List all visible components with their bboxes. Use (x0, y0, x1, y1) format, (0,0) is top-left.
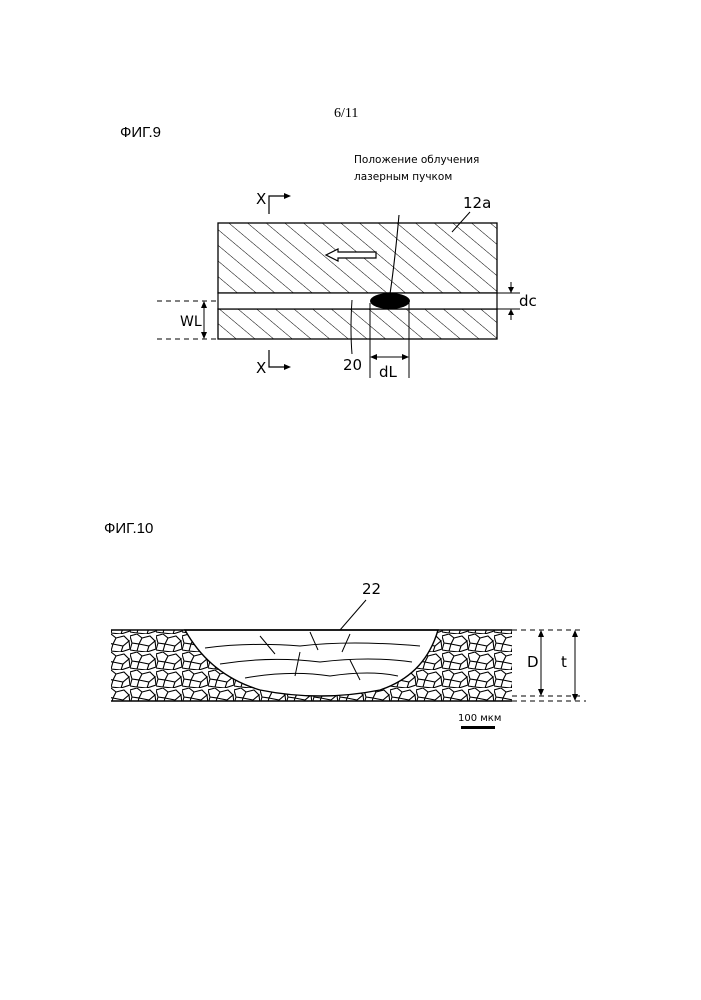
label-22: 22 (362, 580, 381, 598)
label-dc: dc (519, 292, 537, 310)
wl-arrowhead-top (201, 301, 207, 308)
label-12a: 12a (463, 194, 491, 212)
figure-10-label: ФИГ.10 (104, 520, 153, 537)
section-mark-bottom (269, 350, 286, 367)
label-20: 20 (343, 356, 362, 374)
label-WL: WL (180, 314, 202, 330)
d-arrowhead-bottom (538, 689, 544, 696)
dc-arrowhead-top (508, 287, 514, 293)
label-D: D (527, 653, 539, 671)
label-dL: dL (379, 363, 398, 381)
t-arrowhead-top (572, 630, 578, 637)
label-t: t (561, 653, 567, 671)
section-arrow-top (284, 193, 291, 199)
figure-9-diagram: Положение облучения лазерным пучком 12a … (0, 0, 701, 420)
dl-arrowhead-right (402, 354, 409, 360)
label-X-bottom: X (256, 359, 266, 377)
section-arrow-bottom (284, 364, 291, 370)
annotation-line-1: Положение облучения (354, 154, 479, 166)
figure-10-micrograph: 22 D t 100 мкм (0, 580, 701, 740)
label-X-top: X (256, 190, 266, 208)
section-mark-top (269, 196, 286, 214)
wl-arrowhead-bottom (201, 332, 207, 339)
annotation-line-2: лазерным пучком (354, 171, 452, 183)
laser-spot (370, 293, 410, 309)
weld-line-strip (218, 293, 497, 309)
scale-bar-label: 100 мкм (458, 713, 501, 724)
dl-arrowhead-left (370, 354, 377, 360)
t-arrowhead-bottom (572, 694, 578, 701)
leader-22 (340, 600, 366, 630)
dc-arrowhead-bottom (508, 309, 514, 315)
scale-bar (461, 726, 495, 729)
lower-plate-hatched (218, 309, 497, 339)
d-arrowhead-top (538, 630, 544, 637)
